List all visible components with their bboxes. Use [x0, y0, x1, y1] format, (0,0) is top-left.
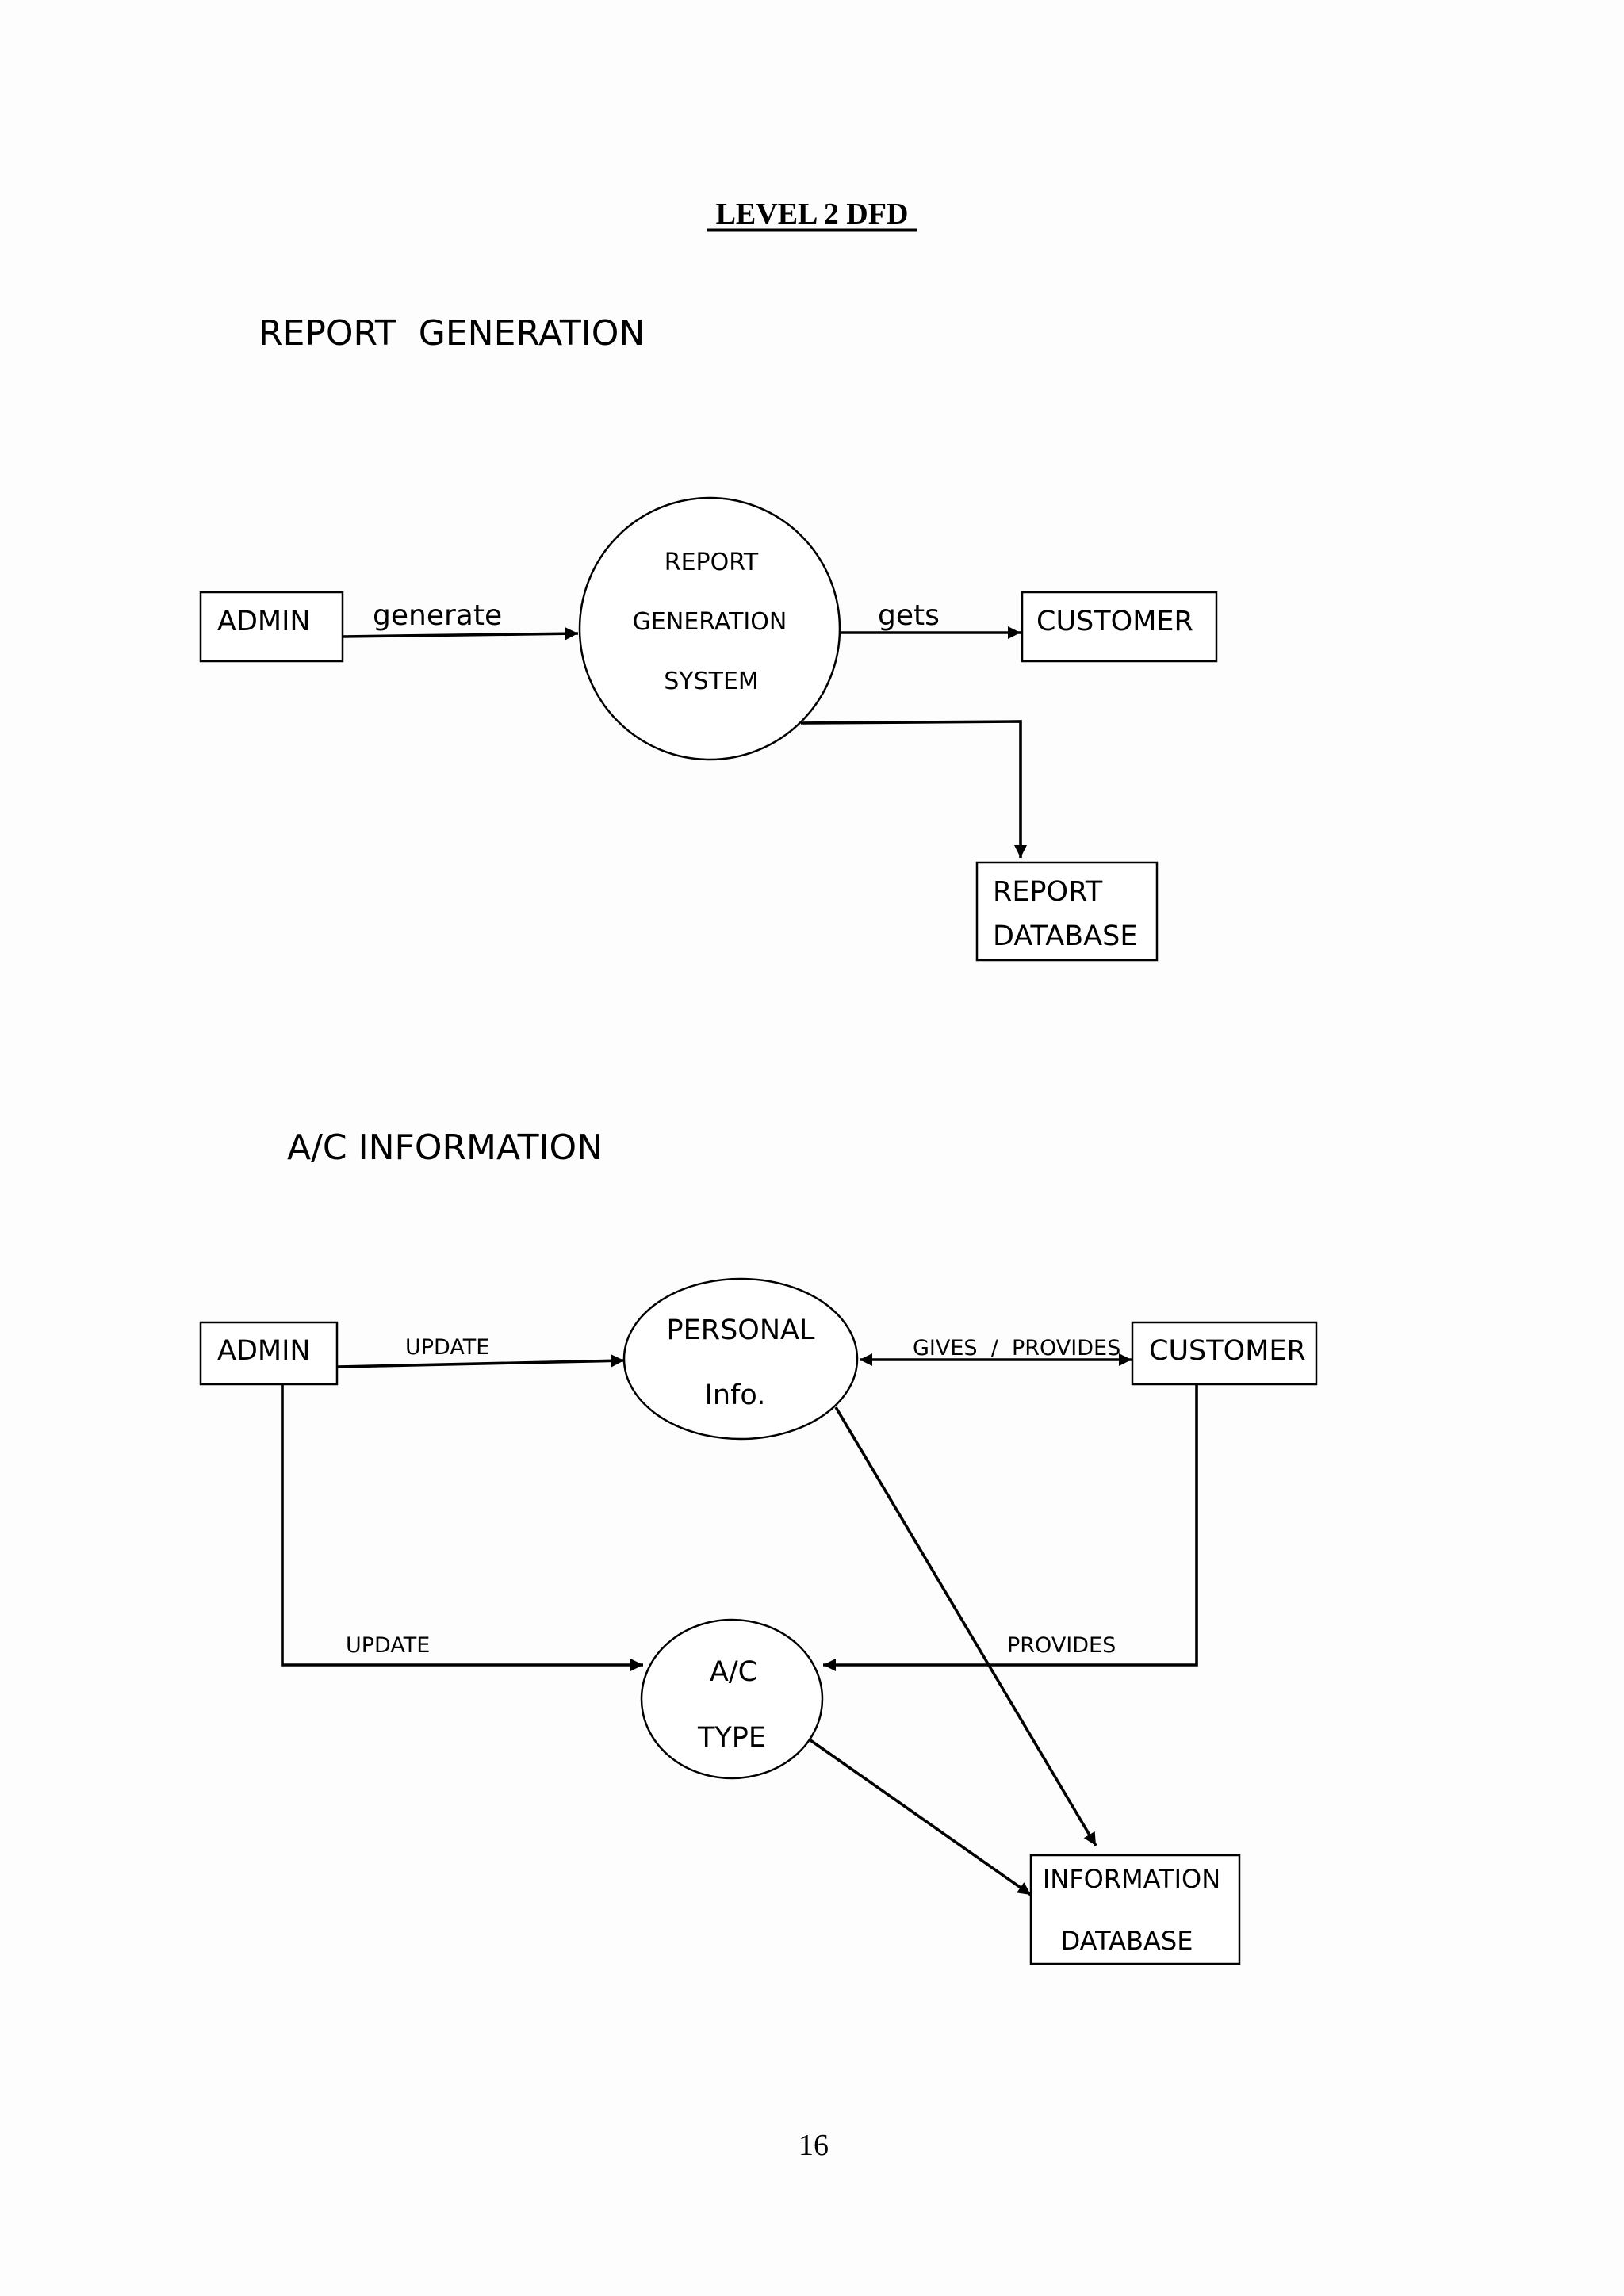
entity-customer-box-2 [1131, 1321, 1318, 1386]
process-label-line-2: GENERATION [633, 608, 787, 636]
flow-to-report-database-arrow [800, 720, 1028, 858]
flow-update-type-label: UPDATE [346, 1633, 430, 1658]
page-title: LEVEL 2 DFD [716, 197, 909, 231]
datastore-information-database-box [1029, 1854, 1241, 1965]
entity-admin-box-2 [199, 1321, 339, 1386]
process-report-generation-system [578, 496, 841, 761]
datastore-report-database-box [975, 861, 1159, 962]
flow-gets-label: gets [878, 599, 940, 632]
entity-customer-label-2: CUSTOMER [1149, 1335, 1306, 1367]
entity-admin-label: ADMIN [217, 606, 311, 637]
process-label-line-3: SYSTEM [664, 668, 759, 695]
process-label-line-1: REPORT [665, 549, 759, 576]
datastore-information-database-line-2: DATABASE [1061, 1926, 1193, 1956]
flow-update-type-arrow [281, 1384, 643, 1672]
entity-customer-box [1021, 591, 1218, 663]
flow-gives-provides-label: GIVES / PROVIDES [913, 1336, 1120, 1360]
section-heading-ac-information: A/C INFORMATION [287, 1127, 603, 1168]
datastore-information-database-line-1: INFORMATION [1043, 1864, 1220, 1894]
flow-provides-arrow [823, 1384, 1198, 1672]
process-ac-type-line-2: TYPE [697, 1722, 766, 1754]
entity-admin-box [199, 591, 344, 663]
section-heading-report-generation: REPORT GENERATION [259, 313, 645, 354]
datastore-report-database-line-2: DATABASE [993, 920, 1137, 952]
process-ac-type-line-1: A/C [710, 1656, 757, 1688]
flow-type-to-database-arrow [809, 1739, 1032, 1896]
process-personal-info-line-1: PERSONAL [667, 1314, 815, 1346]
flow-generate-arrow [342, 627, 579, 641]
entity-admin-label-2: ADMIN [217, 1335, 311, 1367]
entity-customer-label: CUSTOMER [1036, 606, 1193, 637]
flow-update-personal-label: UPDATE [405, 1335, 489, 1360]
flow-personal-to-database-arrow [834, 1406, 1097, 1846]
flow-generate-label: generate [373, 599, 502, 632]
page-number: 16 [799, 2129, 829, 2162]
datastore-report-database-line-1: REPORT [993, 876, 1103, 908]
process-personal-info [622, 1277, 859, 1441]
flow-update-personal-arrow [337, 1354, 625, 1368]
flow-provides-label: PROVIDES [1007, 1633, 1116, 1658]
process-personal-info-line-2: Info. [705, 1380, 766, 1411]
process-ac-type [640, 1618, 824, 1780]
